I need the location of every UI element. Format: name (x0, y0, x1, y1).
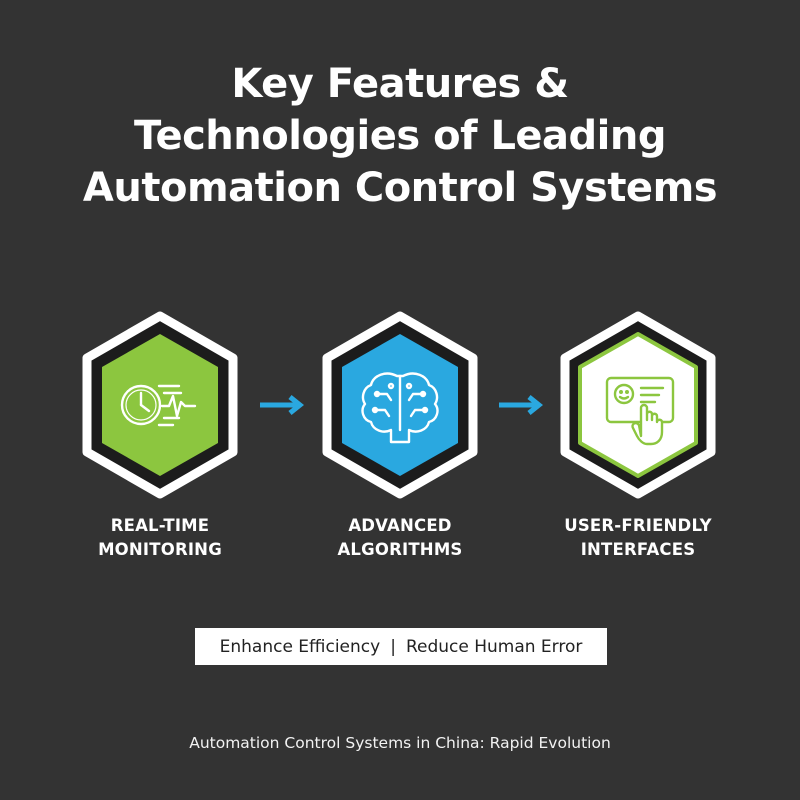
hexagon-shape (560, 311, 716, 499)
arrow-right-icon (260, 395, 305, 415)
feature-label-realtime-monitoring: REAL-TIME MONITORING (50, 514, 270, 562)
touch-screen-icon (605, 376, 675, 446)
feature-label-line: ALGORITHMS (337, 540, 463, 559)
hexagon-shape (322, 311, 478, 499)
benefits-banner: Enhance Efficiency | Reduce Human Error (195, 628, 607, 665)
feature-label-advanced-algorithms: ADVANCED ALGORITHMS (290, 514, 510, 562)
clock-pulse-icon (120, 384, 197, 427)
feature-label-line: USER-FRIENDLY (564, 516, 712, 535)
feature-advanced-algorithms (315, 310, 485, 500)
benefit-separator: | (390, 636, 396, 657)
title-line-3: Automation Control Systems (82, 165, 718, 211)
footer-caption: Automation Control Systems in China: Rap… (189, 734, 611, 752)
page-title: Key Features & Technologies of Leading A… (0, 58, 800, 214)
feature-label-line: INTERFACES (580, 540, 696, 559)
benefit-efficiency: Enhance Efficiency (219, 636, 381, 657)
feature-label-line: REAL-TIME (110, 516, 210, 535)
feature-user-friendly-interfaces (553, 310, 723, 500)
brain-circuit-icon (361, 372, 439, 444)
arrow-right-icon (499, 395, 544, 415)
benefit-human-error: Reduce Human Error (405, 636, 583, 657)
title-line-1: Key Features & (231, 61, 569, 107)
feature-label-line: ADVANCED (348, 516, 452, 535)
title-line-2: Technologies of Leading (133, 113, 667, 159)
feature-label-line: MONITORING (98, 540, 222, 559)
feature-label-user-friendly-interfaces: USER-FRIENDLY INTERFACES (528, 514, 748, 562)
feature-realtime-monitoring (75, 310, 245, 500)
hexagon-shape (82, 311, 238, 499)
